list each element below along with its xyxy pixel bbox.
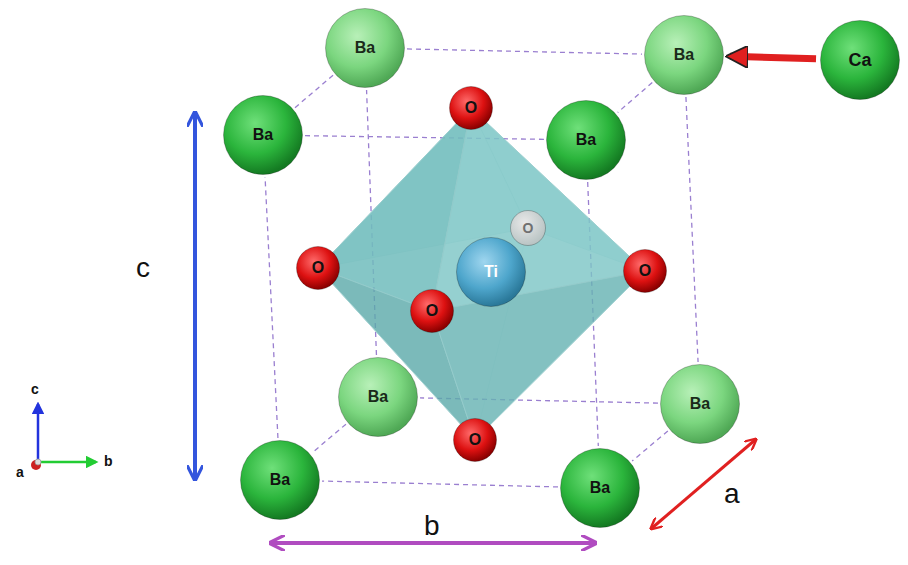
atom-symbol: Ba <box>560 479 640 497</box>
barium-atom: Ba <box>325 8 405 88</box>
atom-symbol: O <box>296 259 340 277</box>
barium-atom: Ba <box>338 357 418 437</box>
oxygen-atom: O <box>410 289 454 333</box>
oxygen-atom: O <box>453 418 497 462</box>
barium-atom: Ba <box>546 100 626 180</box>
dimension-label: a <box>724 478 740 510</box>
atom-symbol: O <box>510 220 546 236</box>
dimension-label: c <box>136 252 150 284</box>
barium-atom: Ba <box>560 448 640 528</box>
axis-label: b <box>104 453 113 469</box>
cell-edge <box>632 431 668 461</box>
atom-symbol: O <box>623 262 667 280</box>
oxygen-atom: O <box>510 210 546 246</box>
atom-symbol: Ba <box>223 126 303 144</box>
atom-symbol: O <box>410 302 454 320</box>
b-dimension-arrow <box>272 541 594 545</box>
cell-edge <box>686 97 698 362</box>
axis-label: a <box>16 464 24 480</box>
atom-symbol: Ba <box>660 395 740 413</box>
oxygen-atom: O <box>449 86 493 130</box>
atom-symbol: O <box>449 99 493 117</box>
a-dimension-arrow <box>652 440 755 528</box>
oxygen-atom: O <box>296 246 340 290</box>
cell-edge <box>322 481 558 487</box>
c-dimension-arrow <box>193 114 197 478</box>
barium-atom: Ba <box>240 440 320 520</box>
titanium-atom: Ti <box>456 237 526 307</box>
cell-edge <box>312 424 346 453</box>
cell-edge <box>407 49 642 54</box>
dimension-label: b <box>424 510 440 542</box>
atom-symbol: Ba <box>644 46 724 64</box>
axis-triad <box>31 404 96 470</box>
calcium-atom: Ca <box>820 20 900 100</box>
barium-atom: Ba <box>223 95 303 175</box>
atom-symbol: Ba <box>325 39 405 57</box>
atom-symbol: Ca <box>820 50 900 71</box>
cell-edge <box>295 75 333 107</box>
barium-atom: Ba <box>644 15 724 95</box>
cell-edge <box>305 136 544 140</box>
atom-symbol: O <box>453 431 497 449</box>
atom-symbol: Ba <box>546 131 626 149</box>
atom-symbol: Ba <box>338 388 418 406</box>
oxygen-atom: O <box>623 249 667 293</box>
cell-edge <box>265 177 278 438</box>
atom-symbol: Ba <box>240 471 320 489</box>
cell-edge <box>618 83 653 113</box>
substitution-arrow <box>730 56 816 58</box>
axis-label: c <box>31 381 39 397</box>
barium-atom: Ba <box>660 364 740 444</box>
atom-symbol: Ti <box>456 263 526 281</box>
